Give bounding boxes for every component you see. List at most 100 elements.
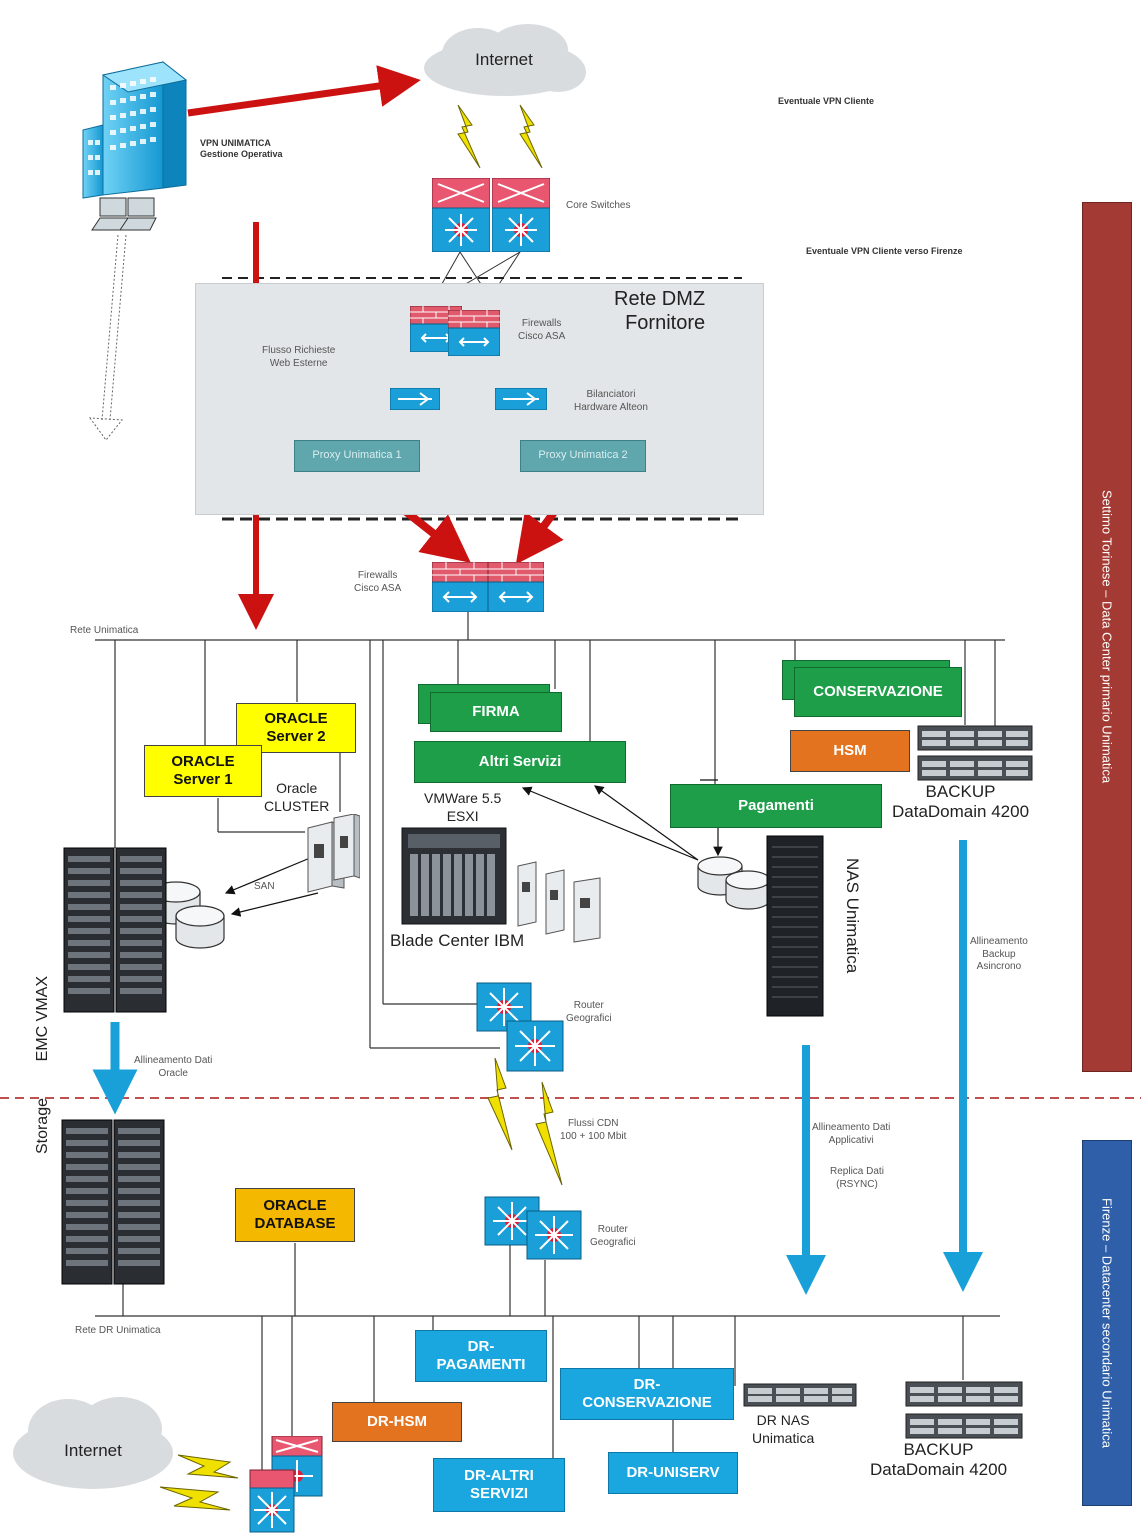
storage-appliance-icon (905, 1381, 1023, 1439)
emc-vmax-label: EMC VMAX (34, 976, 51, 1062)
rack-icon (63, 847, 167, 1013)
allineamento-backup-line3: Asincrono (976, 961, 1022, 972)
replica-label: Replica Dati (RSYNC) (830, 1166, 884, 1191)
backup-device-bottom (902, 1378, 1026, 1442)
storage-label: Storage (34, 1098, 51, 1155)
oracle-server-1-line1: ORACLE (171, 753, 235, 770)
black-arrows (224, 779, 723, 917)
oracle-cluster-line1: Oracle (276, 780, 318, 796)
replica-line1: Replica Dati (830, 1166, 884, 1177)
firewalls-dmz-line2: Cisco ASA (518, 330, 566, 342)
disk-icon (697, 856, 771, 910)
hsm-box: HSM (790, 730, 910, 772)
rack-icon (766, 835, 824, 1017)
router-geo-top-line2: Geografici (566, 1012, 612, 1024)
allineamento-applicativi-label: Allineamento Dati Applicativi (812, 1122, 890, 1147)
oracle-database-line1: ORACLE (263, 1197, 327, 1214)
dr-hsm-box: DR-HSM (332, 1402, 462, 1442)
bus-lines (95, 612, 1005, 1470)
router-geo-bottom-line1: Router (597, 1224, 628, 1235)
router-geo-bottom-label: Router Geografici (590, 1224, 636, 1249)
dr-altri-servizi-line2: SERVIZI (469, 1485, 529, 1502)
flusso-line1: Flusso Richieste (262, 345, 336, 356)
dr-conservazione-box: DR-CONSERVAZIONE (560, 1368, 734, 1420)
allineamento-applicativi-line1: Allineamento Dati (812, 1122, 891, 1133)
conservazione-box: CONSERVAZIONE (794, 667, 962, 717)
sidebar-secondary: Firenze – Datacenter secondario Unimatic… (1082, 1140, 1132, 1506)
dr-nas-line1: DR NAS (756, 1412, 810, 1428)
dr-altri-servizi-line1: DR-ALTRI (464, 1467, 534, 1484)
backup-device-top (914, 722, 1036, 784)
dr-nas-label: DR NAS Unimatica (752, 1412, 814, 1447)
firewall-icon (487, 561, 545, 613)
router-geo-top-2 (506, 1020, 564, 1072)
firma-box: FIRMA (430, 692, 562, 732)
load-balancer-icon (494, 387, 548, 411)
firewall-icon (447, 309, 501, 357)
dr-nas-line2: Unimatica (752, 1429, 815, 1446)
firewall-dmz-2 (447, 309, 501, 357)
dr-uniserv-box: DR-UNISERV (608, 1452, 738, 1494)
flussi-cdn-line2: 100 + 100 Mbit (560, 1130, 627, 1142)
flusso-line2: Web Esterne (269, 357, 328, 369)
oracle-cluster-line2: CLUSTER (264, 797, 330, 814)
oracle-server-2-line1: ORACLE (264, 710, 328, 727)
dmz-title: Rete DMZ Fornitore (614, 287, 705, 335)
load-balancer-2 (494, 387, 548, 411)
core-switch-1 (431, 177, 491, 253)
backup-bottom-label: BACKUP DataDomain 4200 (870, 1440, 1007, 1481)
router-geo-top-line1: Router (573, 1000, 604, 1011)
dotted-arrow (88, 234, 127, 441)
blade-center-icon (400, 826, 610, 946)
oracle-cluster-label: Oracle CLUSTER (264, 780, 329, 815)
internet-top-label: Internet (475, 50, 533, 69)
allineamento-applicativi-line2: Applicativi (828, 1134, 874, 1146)
oracle-server-1-line2: Server 1 (173, 771, 233, 788)
load-balancer-icon (389, 387, 441, 411)
internet-cloud-bottom: Internet (8, 1385, 178, 1497)
sidebar-primary: Settimo Torinese – Data Center primario … (1082, 202, 1132, 1072)
sidebar-secondary-label: Firenze – Datacenter secondario Unimatic… (1099, 1197, 1115, 1448)
switch-icon (249, 1435, 323, 1533)
rack-icon (61, 1119, 165, 1285)
vpn-unimatica-line1: VPN UNIMATICA (200, 138, 271, 148)
dmz-title-line2: Fornitore (625, 312, 706, 334)
backup-top-label: BACKUP DataDomain 4200 (892, 782, 1029, 823)
storage-appliance-icon (917, 725, 1033, 781)
cluster-server-icons (304, 813, 361, 894)
blade-server-icon (307, 813, 361, 893)
vmware-label: VMWare 5.5 ESXI (424, 790, 501, 825)
proxy-unimatica-2: Proxy Unimatica 2 (520, 440, 646, 472)
internet-bottom-label: Internet (64, 1441, 122, 1460)
san-label: SAN (254, 881, 275, 892)
oracle-server-2-line2: Server 2 (266, 728, 326, 745)
firewalls-line1: Firewalls (357, 570, 398, 581)
blue-arrows (92, 840, 983, 1295)
load-balancer-1 (389, 387, 441, 411)
dr-conservazione-line1: DR- (633, 1376, 661, 1393)
cloud-icon (424, 24, 586, 96)
flussi-cdn-line1: Flussi CDN (567, 1118, 619, 1129)
internet-cloud-top: Internet (418, 20, 590, 104)
router-geo-bottom-line2: Geografici (590, 1236, 636, 1248)
router-icon (506, 1020, 564, 1072)
blade-center-label: Blade Center IBM (390, 931, 525, 950)
allineamento-backup-line1: Allineamento (970, 936, 1028, 947)
blade-chassis-icon (401, 827, 601, 943)
vpn-unimatica-line2: Gestione Operativa (200, 149, 283, 160)
backup-top-line1: BACKUP (925, 782, 996, 801)
firewalls-line2: Cisco ASA (354, 582, 402, 594)
backup-bottom-line2: DataDomain 4200 (870, 1460, 1008, 1480)
allineamento-oracle-line1: Allineamento Dati (134, 1055, 213, 1066)
dmz-panel (195, 283, 764, 515)
altri-servizi-box: Altri Servizi (414, 741, 626, 783)
dmz-title-line1: Rete DMZ (614, 288, 706, 310)
firewalls-label: Firewalls Cisco ASA (354, 570, 401, 595)
dr-pagamenti-line1: DR- (467, 1338, 495, 1355)
flussi-cdn-label: Flussi CDN 100 + 100 Mbit (560, 1118, 626, 1143)
proxy-unimatica-1: Proxy Unimatica 1 (294, 440, 420, 472)
switch-icon (431, 177, 491, 253)
